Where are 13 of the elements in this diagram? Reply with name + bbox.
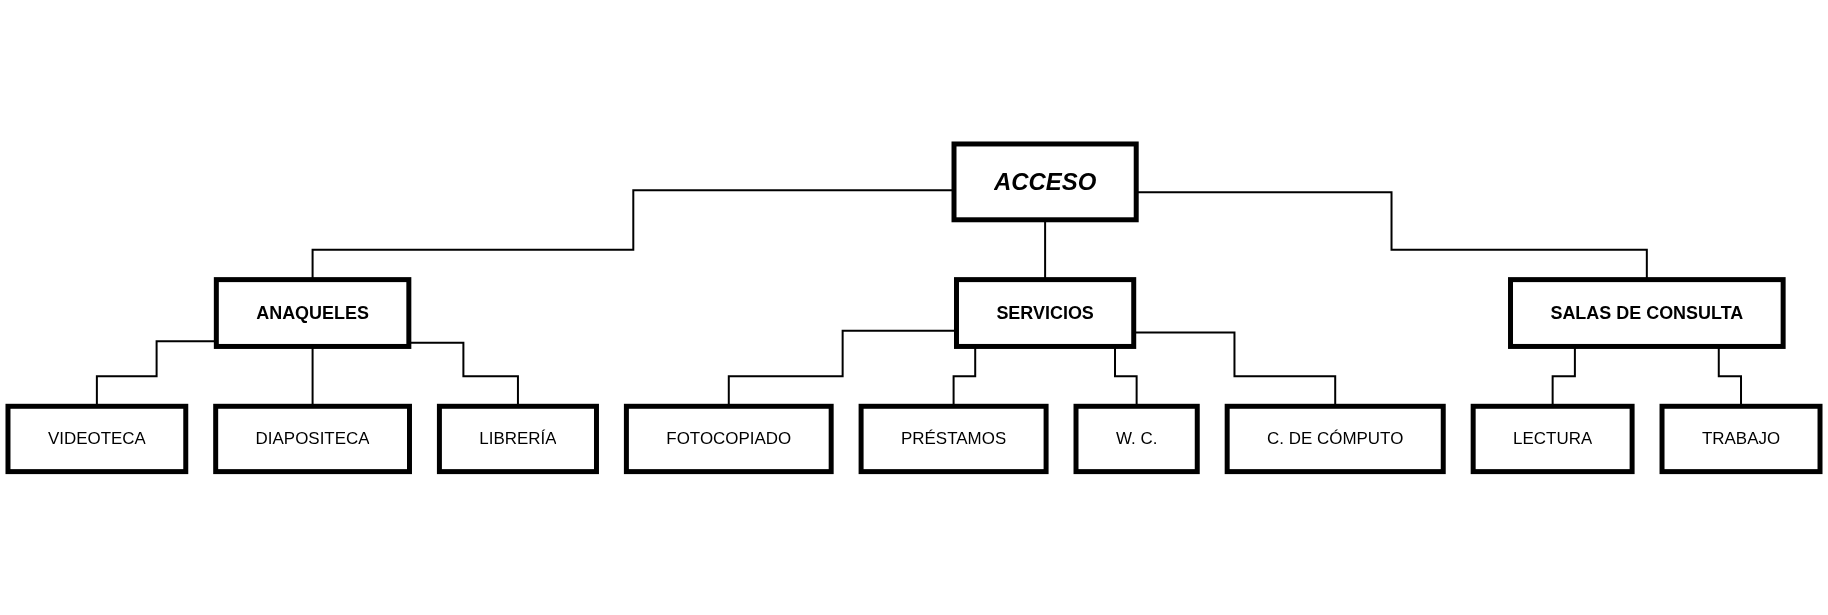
node-box: ANAQUELES [213,276,412,349]
node-box: VIDEOTECA [5,403,189,474]
node-box: PRÉSTAMOS [858,403,1049,474]
node-box: TRABAJO [1659,403,1823,474]
node-box: W. C. [1073,403,1200,474]
node-box: SALAS DE CONSULTA [1508,276,1786,349]
node-box: DIAPOSITECA [213,403,412,474]
node-box: C. DE CÓMPUTO [1224,403,1446,474]
node-box: ACCESO [951,141,1139,222]
node-box: SERVICIOS [954,276,1137,349]
node-box: FOTOCOPIADO [623,403,834,474]
node-box: LECTURA [1470,403,1635,474]
node-box: LIBRERÍA [436,403,599,474]
